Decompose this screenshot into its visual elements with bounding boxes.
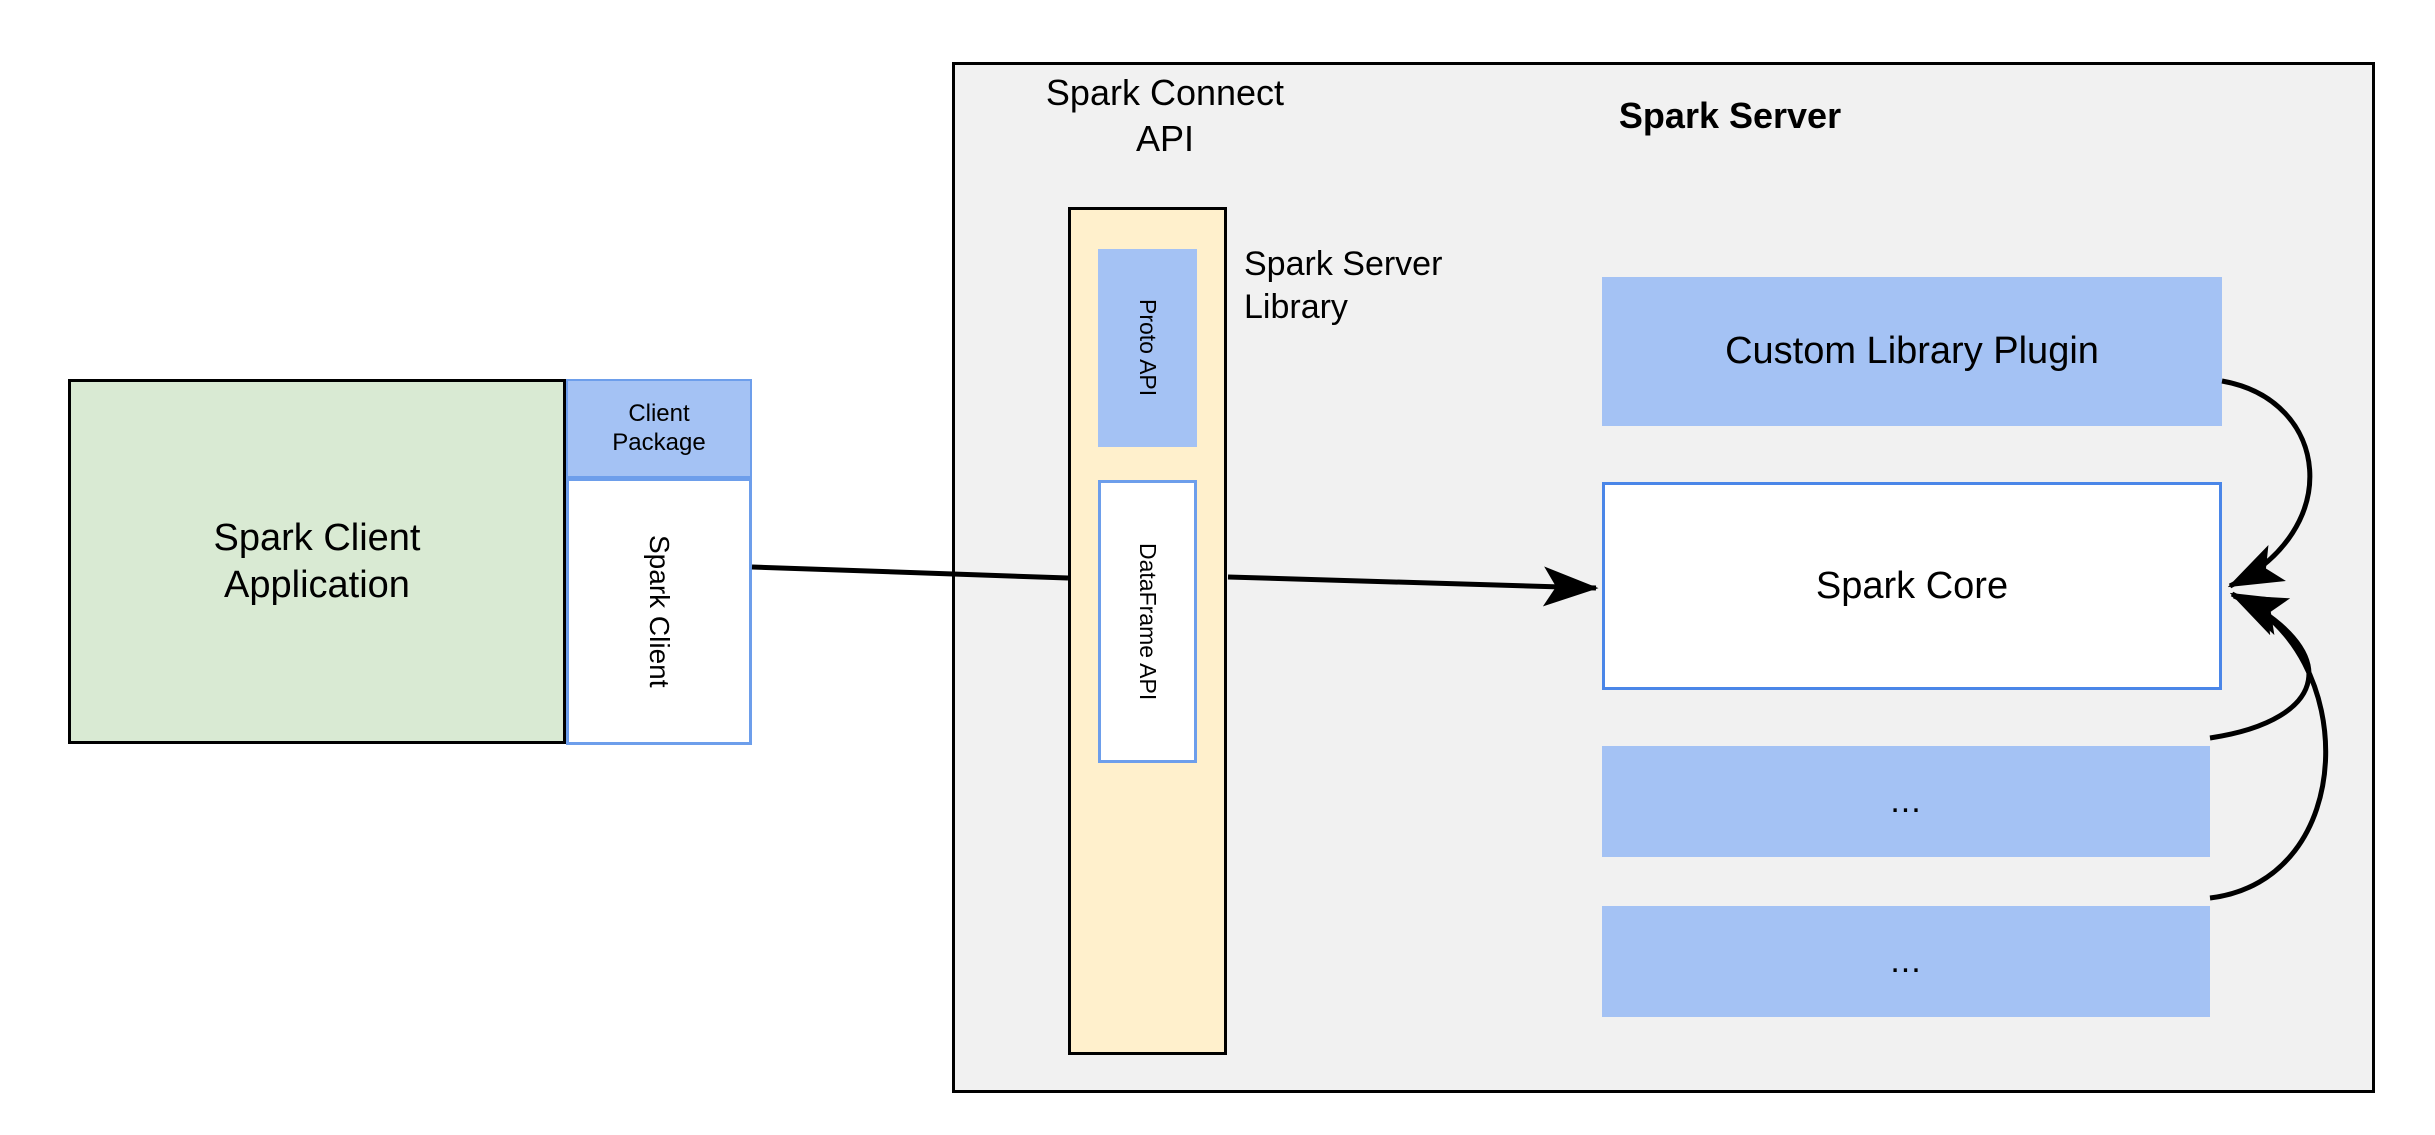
custom-library-plugin-box[interactable]: Custom Library Plugin [1602,277,2222,426]
spark-connect-api-title: Spark Connect API [1045,72,1285,160]
dataframe-api-box[interactable]: DataFrame API [1098,480,1197,763]
dataframe-api-label: DataFrame API [1135,542,1161,701]
proto-api-box[interactable]: Proto API [1098,249,1197,447]
ellipsis-label-1: ... [1890,782,1922,820]
spark-server-library-label: Spark Server Library [1244,245,1443,327]
ellipsis-label-2: ... [1890,942,1922,980]
spark-server-title: Spark Server [1618,95,1842,136]
spark-client-box[interactable]: Spark Client [566,478,752,745]
server-component-ellipsis-box-1[interactable]: ... [1602,746,2210,857]
server-component-ellipsis-box-2[interactable]: ... [1602,906,2210,1017]
proto-api-label: Proto API [1135,299,1161,397]
client-package-label: Client Package [612,399,706,456]
spark-client-label: Spark Client [644,535,675,688]
spark-core-label: Spark Core [1815,564,2009,607]
spark-client-application-label: Spark Client Application [213,517,421,606]
spark-core-box[interactable]: Spark Core [1602,482,2222,690]
custom-library-plugin-label: Custom Library Plugin [1725,330,2099,372]
spark-client-application-box[interactable]: Spark Client Application [68,379,566,744]
client-package-box[interactable]: Client Package [566,379,752,478]
